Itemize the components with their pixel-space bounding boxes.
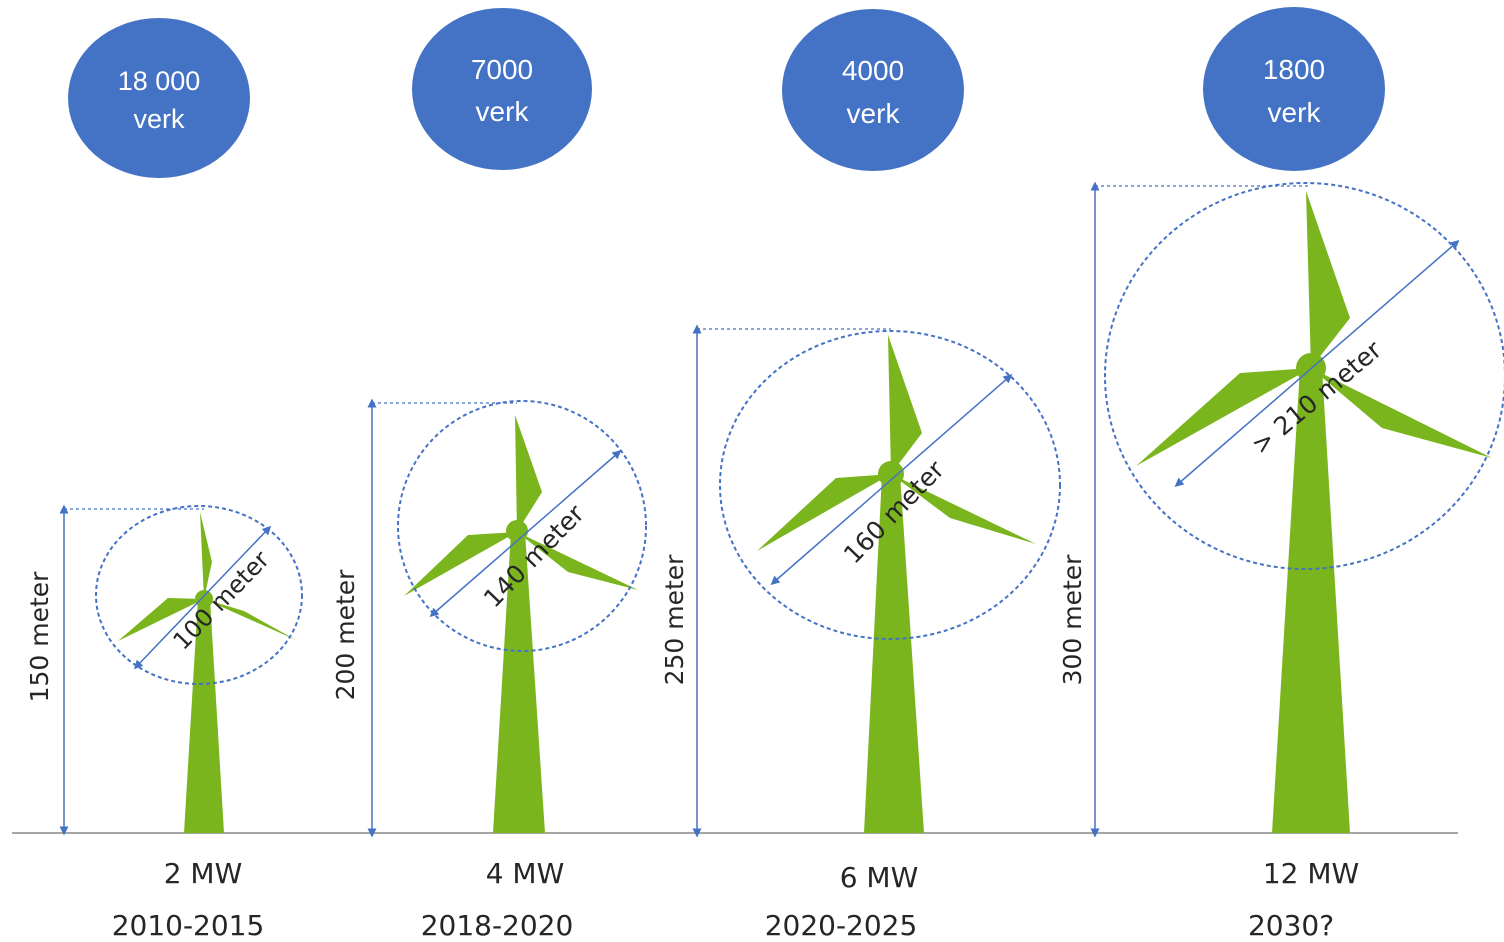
count-value: 4000 bbox=[842, 55, 904, 86]
count-unit: verk bbox=[133, 104, 185, 134]
count-unit: verk bbox=[1268, 97, 1322, 128]
count-value: 18 000 bbox=[118, 66, 201, 96]
height-label: 250 meter bbox=[660, 554, 689, 686]
rotor-circle bbox=[719, 330, 1061, 640]
turbine-group-2: 7000 verk 200 meter 140 meter 4 MW 2018-… bbox=[331, 8, 647, 942]
turbine-hub bbox=[506, 520, 528, 542]
power-label: 6 MW bbox=[840, 861, 919, 894]
count-bubble bbox=[1203, 7, 1385, 171]
diameter-arrow bbox=[133, 525, 272, 670]
diameter-arrow bbox=[1174, 240, 1460, 487]
turbine-tower bbox=[184, 599, 224, 833]
count-value: 1800 bbox=[1263, 54, 1325, 85]
count-unit: verk bbox=[476, 96, 530, 127]
turbine-group-1: 18 000 verk 150 meter 100 meter 2 MW 201… bbox=[25, 18, 303, 942]
period-label: 2018-2020 bbox=[421, 909, 574, 942]
diameter-label: 140 meter bbox=[478, 498, 590, 613]
rotor-circle bbox=[95, 505, 303, 685]
power-label: 12 MW bbox=[1263, 857, 1359, 890]
period-label: 2020-2025 bbox=[765, 909, 918, 942]
turbine-group-4: 1800 verk 300 meter > 210 meter 12 MW 20… bbox=[1058, 7, 1504, 942]
rotor-circle bbox=[397, 400, 647, 652]
count-unit: verk bbox=[847, 98, 901, 129]
count-value: 7000 bbox=[471, 54, 533, 85]
height-label: 200 meter bbox=[331, 569, 360, 701]
turbine-tower bbox=[493, 532, 545, 833]
height-label: 300 meter bbox=[1058, 554, 1087, 686]
rotor-circle bbox=[1104, 182, 1504, 570]
power-label: 2 MW bbox=[164, 857, 243, 890]
count-bubble bbox=[412, 8, 592, 170]
turbine-hub bbox=[878, 461, 904, 487]
power-label: 4 MW bbox=[486, 857, 565, 890]
diameter-arrow bbox=[770, 374, 1013, 585]
count-bubble bbox=[68, 18, 250, 178]
period-label: 2010-2015 bbox=[112, 909, 265, 942]
turbine-tower bbox=[1272, 368, 1350, 833]
period-label: 2030? bbox=[1248, 909, 1334, 942]
height-label: 150 meter bbox=[25, 571, 54, 703]
count-bubble bbox=[782, 9, 964, 171]
diameter-arrow bbox=[429, 450, 622, 617]
turbine-group-3: 4000 verk 250 meter 160 meter 6 MW 2020-… bbox=[660, 9, 1061, 942]
